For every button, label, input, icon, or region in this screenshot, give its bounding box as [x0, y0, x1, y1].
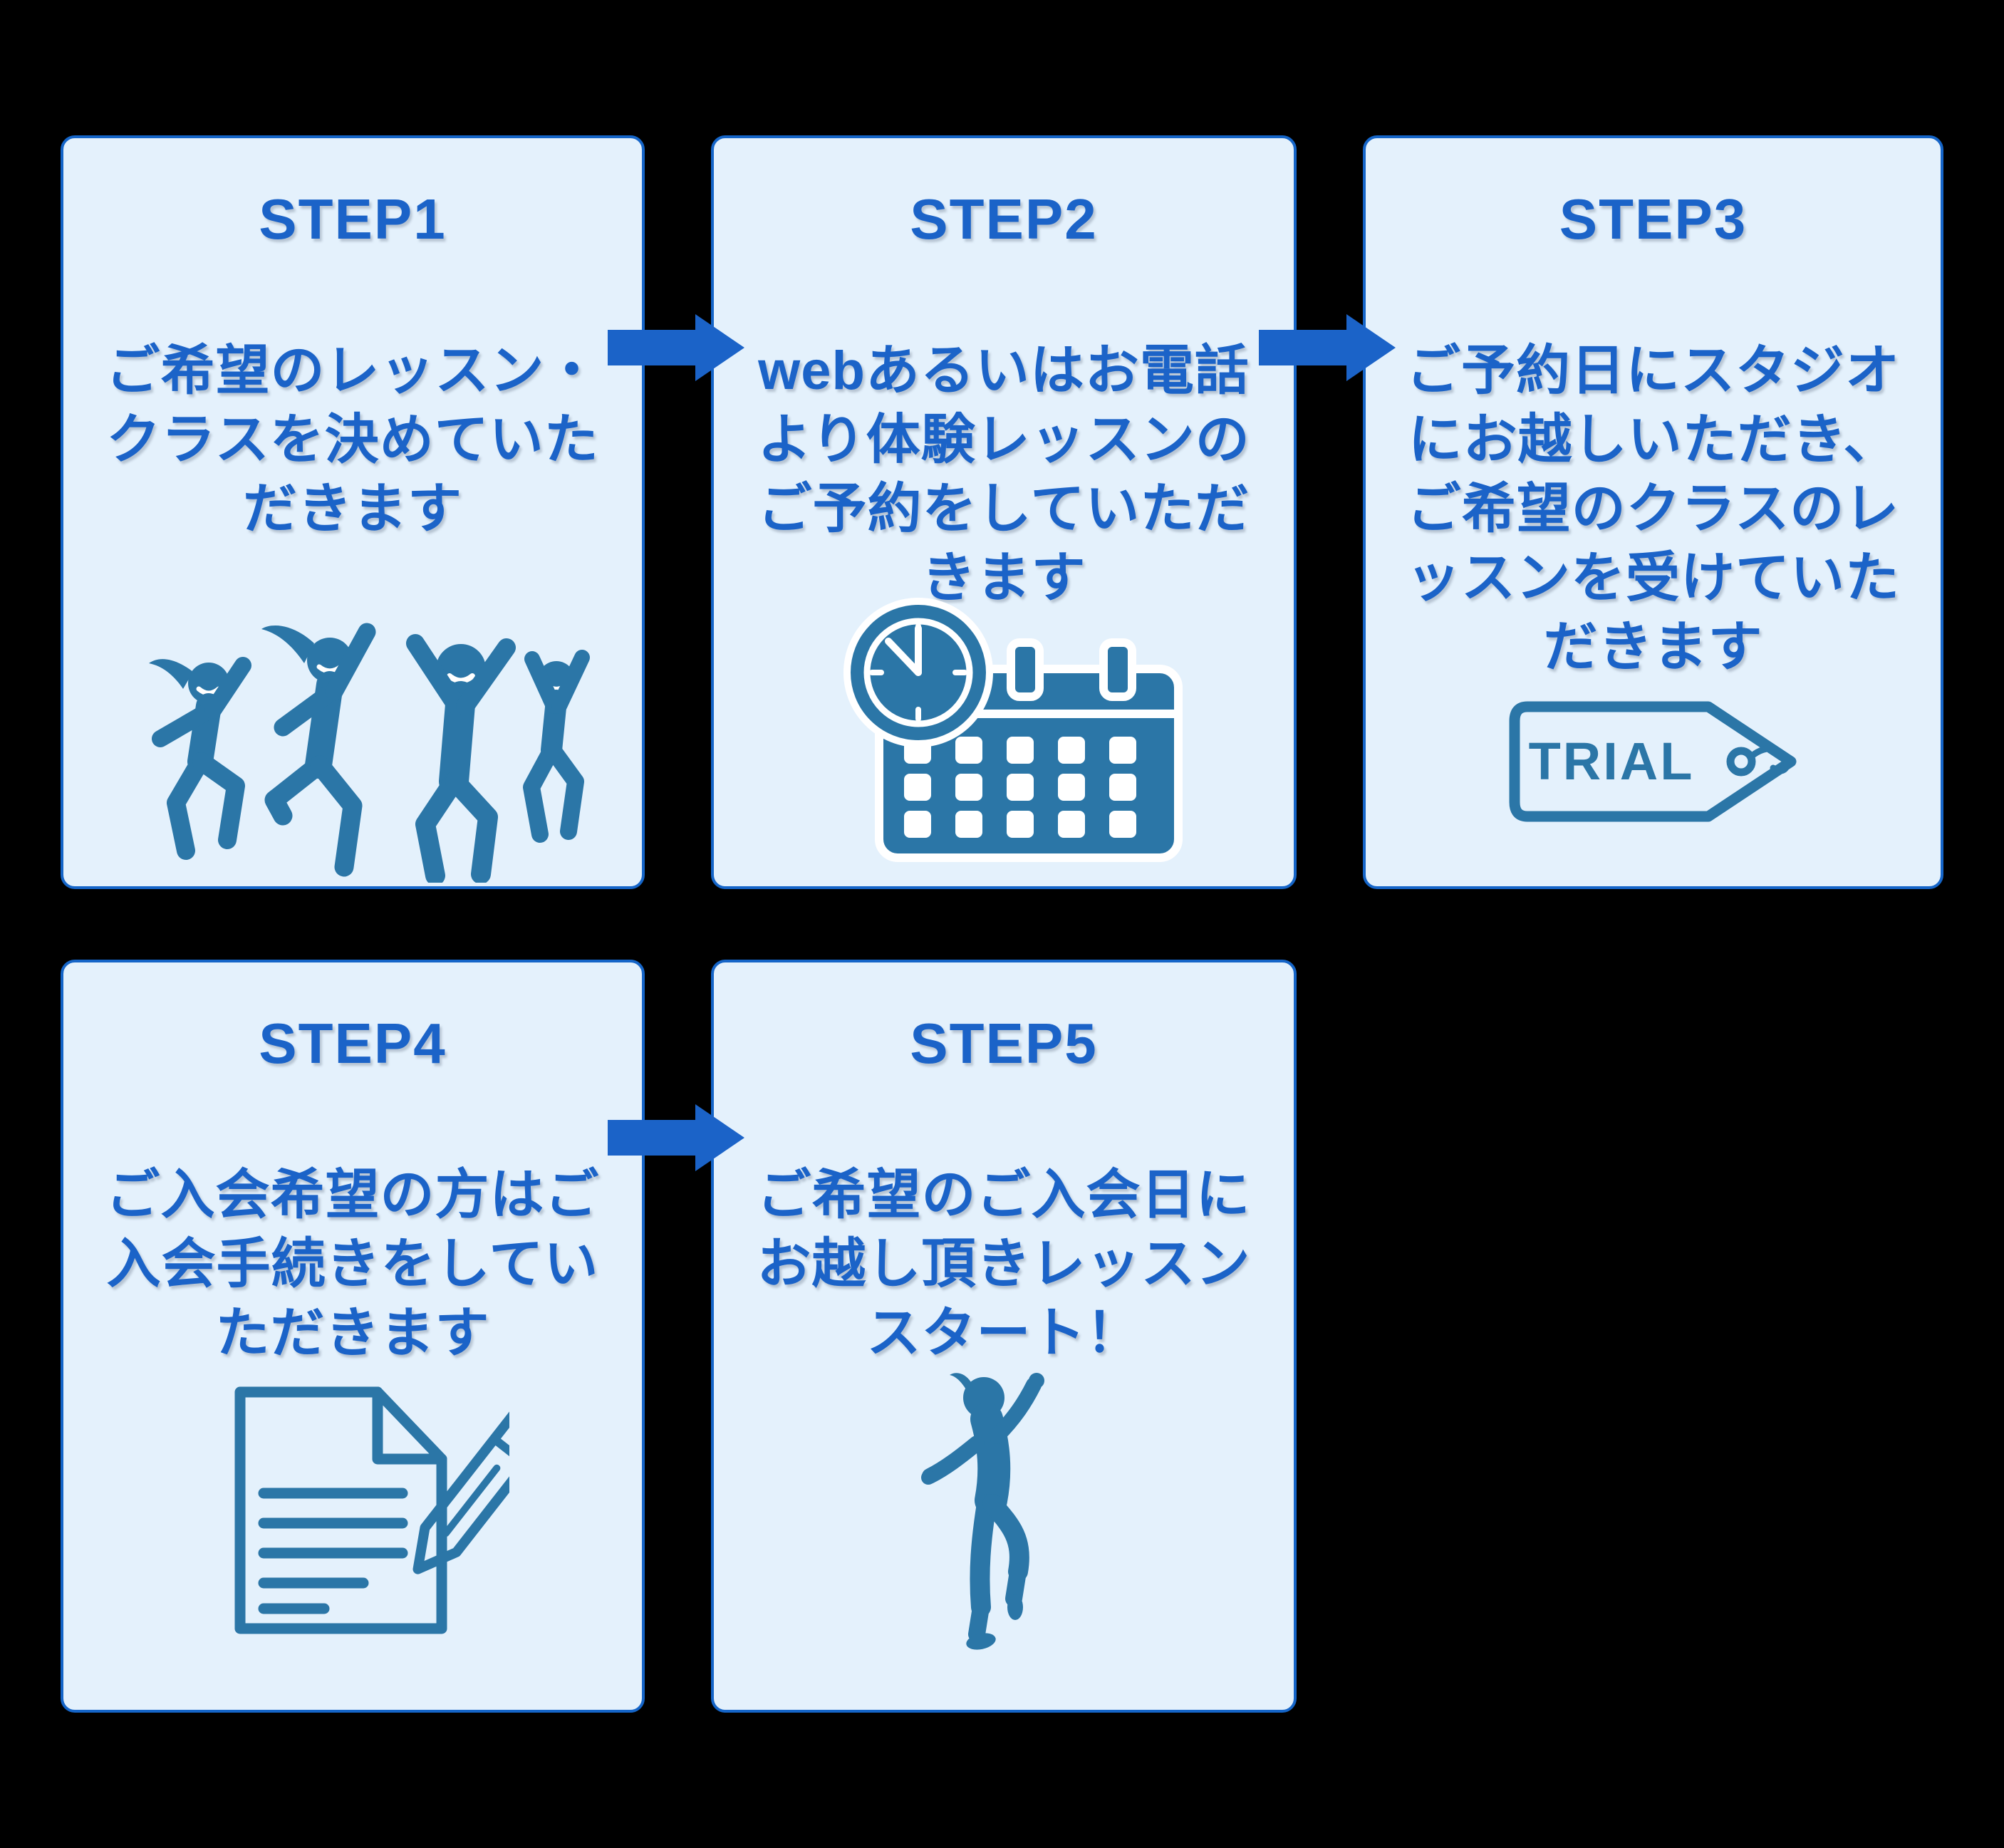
step-title: STEP4 — [259, 1012, 447, 1075]
desc-line: ご入会希望の方はご — [105, 1165, 600, 1225]
step-card-3: STEP3 ご予約日にスタジオ にお越しいただき、 ご希望のクラスのレ ッスンを… — [1363, 135, 1943, 889]
trial-tag-label: TRIAL — [1528, 732, 1694, 791]
desc-line: ッスンを受けていた — [1406, 548, 1900, 608]
flow-arrow-icon — [608, 314, 744, 381]
step-title: STEP1 — [259, 187, 447, 251]
desc-line: お越し頂きレッスン — [757, 1234, 1251, 1294]
desc-line: webあるいはお電話 — [758, 341, 1250, 401]
clock-calendar-icon — [811, 594, 1196, 876]
step-title: STEP2 — [910, 187, 1098, 251]
desc-line: 入会手続きをしてい — [106, 1234, 599, 1294]
step-description: ご希望のご入会日に お越し頂きレッスン スタート！ — [714, 1161, 1294, 1368]
desc-line: より体験レッスンの — [757, 410, 1250, 470]
step-description: ご予約日にスタジオ にお越しいただき、 ご希望のクラスのレ ッスンを受けていた … — [1366, 336, 1941, 682]
desc-line: ご予約日にスタジオ — [1406, 341, 1900, 401]
desc-line: ただきます — [215, 1303, 490, 1364]
step-card-1: STEP1 ご希望のレッスン・ クラスを決めていた だきます — [61, 135, 645, 889]
desc-line: スタート！ — [866, 1303, 1141, 1364]
step-card-5: STEP5 ご希望のご入会日に お越し頂きレッスン スタート！ — [711, 960, 1297, 1713]
desc-line: きます — [921, 548, 1086, 608]
desc-line: だきます — [243, 479, 462, 539]
step-card-2: STEP2 webあるいはお電話 より体験レッスンの ご予約をしていただ きます — [711, 135, 1297, 889]
dancing-silhouette-icon — [911, 1358, 1096, 1668]
trial-tag-icon: TRIAL — [1500, 694, 1807, 833]
dancing-people-icon — [103, 598, 602, 886]
step-title: STEP3 — [1559, 187, 1748, 251]
desc-line: クラスを決めていた — [106, 410, 599, 470]
step-title: STEP5 — [910, 1012, 1098, 1075]
desc-line: ご予約をしていただ — [757, 479, 1250, 539]
step-description: ご入会希望の方はご 入会手続きをしてい ただきます — [63, 1161, 642, 1368]
document-pencil-icon — [196, 1379, 553, 1654]
step-description: ご希望のレッスン・ クラスを決めていた だきます — [63, 336, 642, 544]
desc-line: だきます — [1543, 617, 1763, 678]
desc-line: ご希望のレッスン・ — [105, 341, 600, 401]
desc-line: ご希望のクラスのレ — [1406, 479, 1900, 539]
desc-line: にお越しいただき、 — [1408, 410, 1899, 470]
desc-line: ご希望のご入会日に — [757, 1165, 1251, 1225]
flow-arrow-icon — [1259, 314, 1396, 381]
step-description: webあるいはお電話 より体験レッスンの ご予約をしていただ きます — [714, 336, 1294, 613]
flow-arrow-icon — [608, 1104, 744, 1171]
step-card-4: STEP4 ご入会希望の方はご 入会手続きをしてい ただきます — [61, 960, 645, 1713]
